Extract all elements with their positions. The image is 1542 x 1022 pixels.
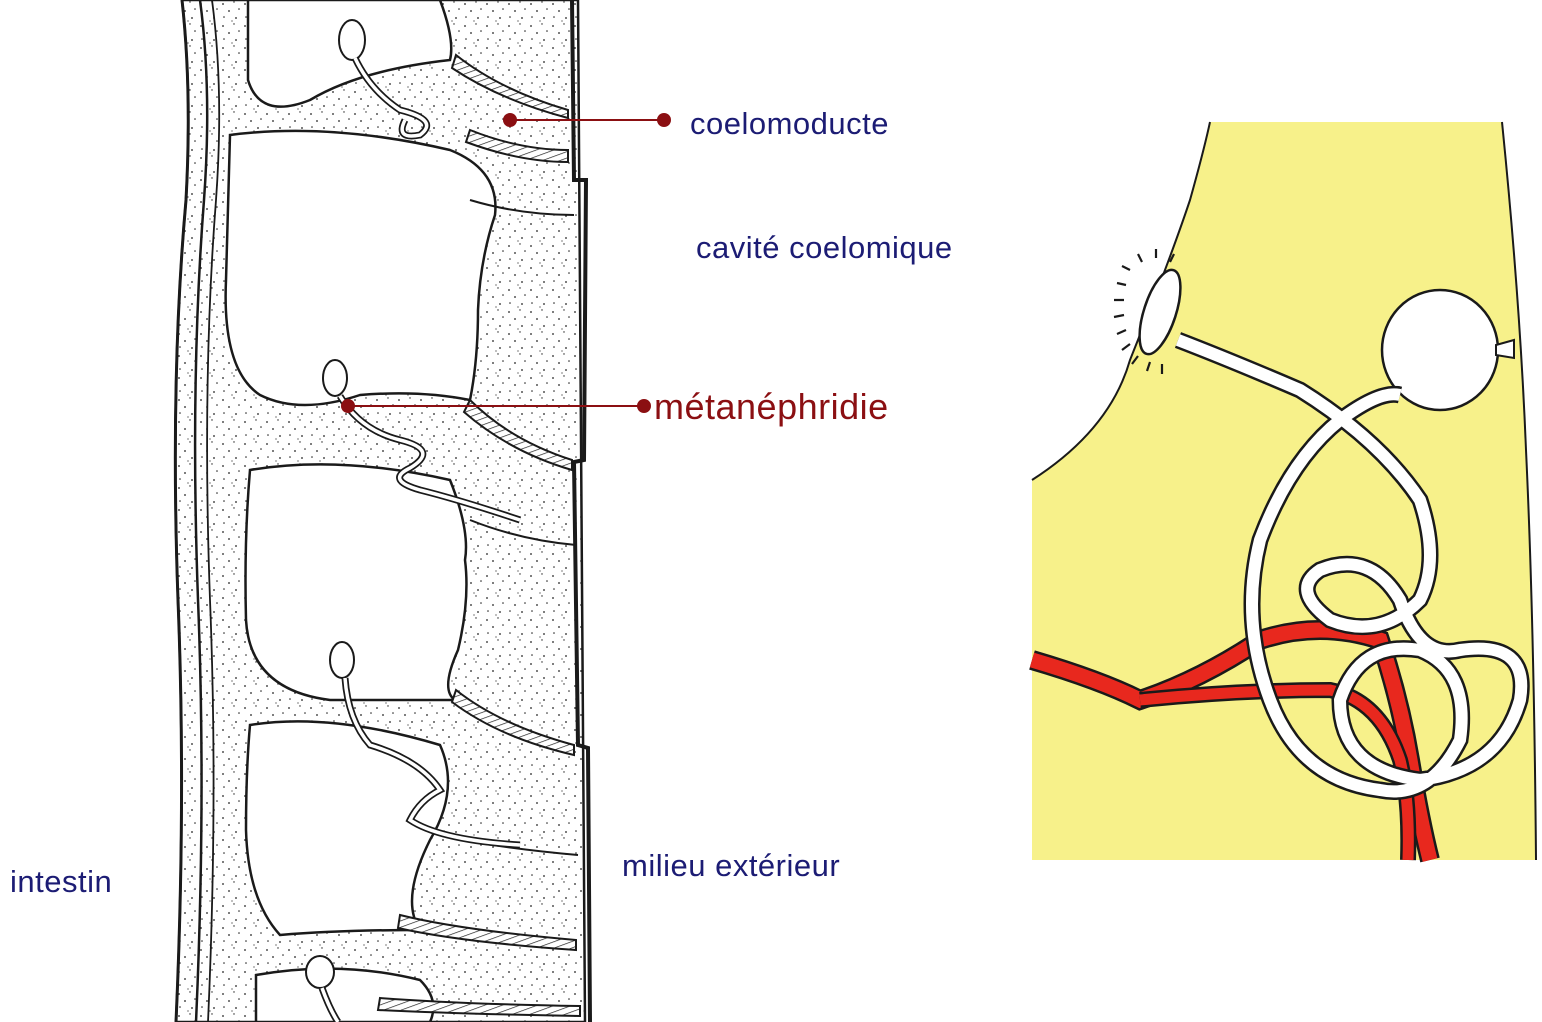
coelomic-cavity-5 bbox=[256, 969, 433, 1022]
coelomic-cavity-3 bbox=[246, 464, 467, 700]
nephridium-detail-drawing bbox=[1032, 122, 1536, 860]
callout-dot-end bbox=[637, 399, 651, 413]
label-metanephridie: métanéphridie bbox=[654, 386, 889, 428]
coelomic-cavity-2 bbox=[226, 131, 496, 405]
callout-dot-start bbox=[503, 113, 517, 127]
label-coelomoducte: coelomoducte bbox=[690, 106, 889, 142]
callout-dot-end bbox=[657, 113, 671, 127]
label-intestin: intestin bbox=[10, 864, 112, 900]
callout-dot-start bbox=[341, 399, 355, 413]
segmented-body-drawing bbox=[175, 0, 590, 1022]
label-cavite-coelomique: cavité coelomique bbox=[696, 230, 953, 266]
label-milieu-exterieur: milieu extérieur bbox=[622, 848, 840, 884]
